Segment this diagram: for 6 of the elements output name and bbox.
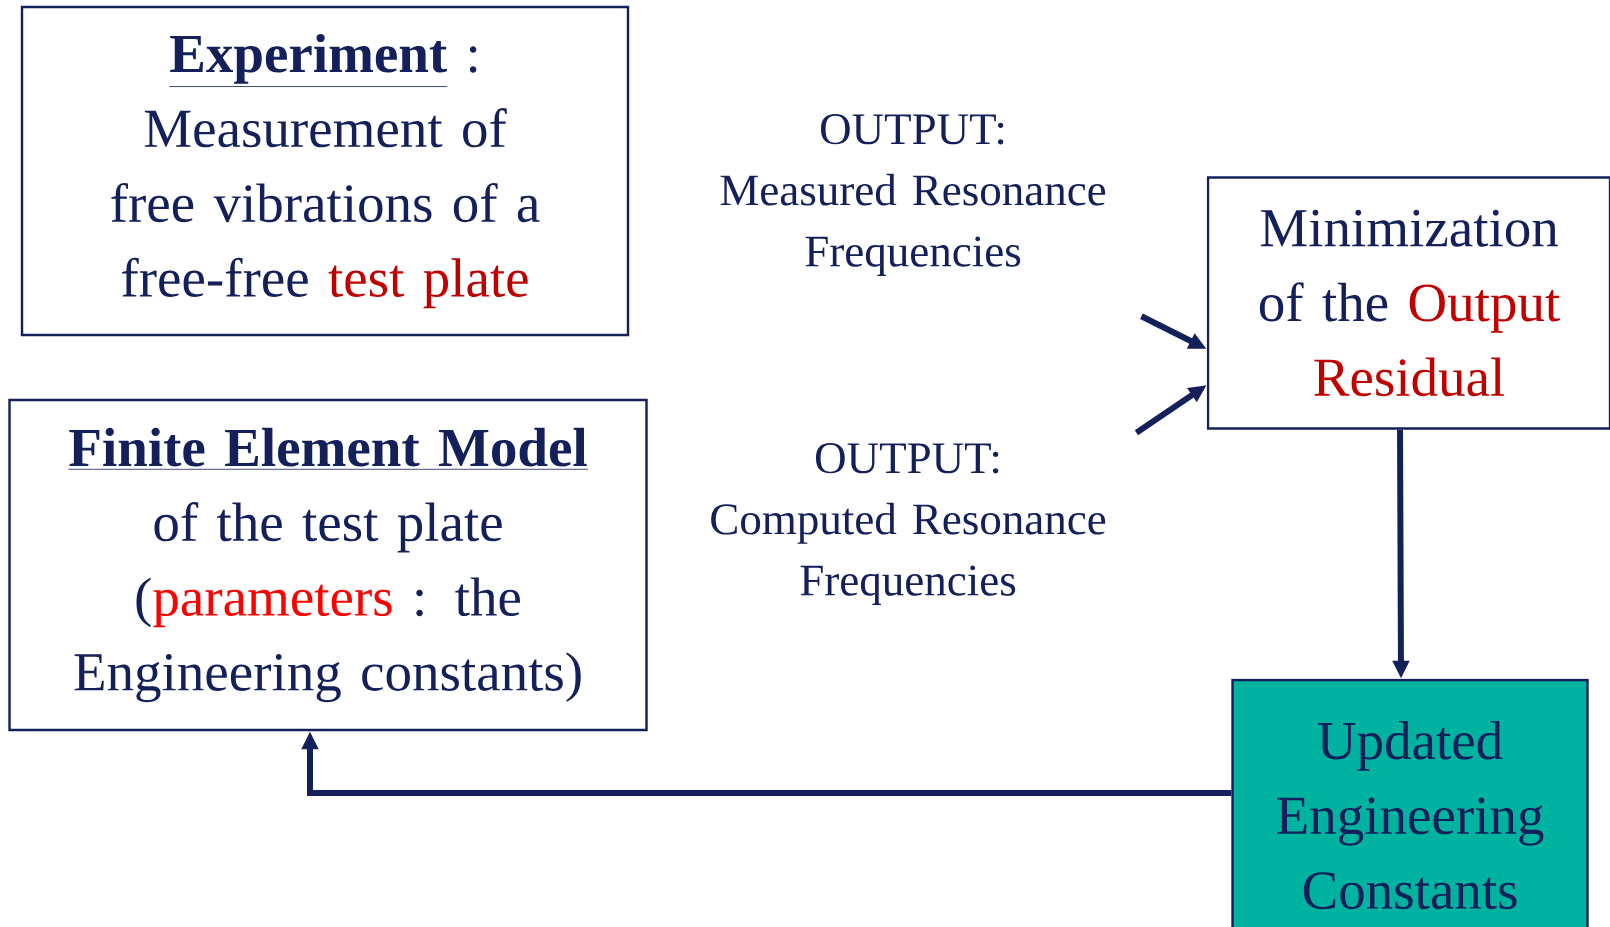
process-box: Minimization of the Output Residual <box>1206 176 1610 430</box>
process-box: Experiment : Measurement of free vibrations of a free-free test plate <box>20 5 630 337</box>
process-box: Finite Element Model of the test plate (parameters : the Engineering constants) <box>8 398 648 732</box>
output-label: OUTPUT: Measured Resonance Frequencies <box>720 114 1106 276</box>
result-box: Updated Engineering Constants <box>1231 678 1589 927</box>
output-label: OUTPUT: Computed Resonance Frequencies <box>711 443 1106 605</box>
